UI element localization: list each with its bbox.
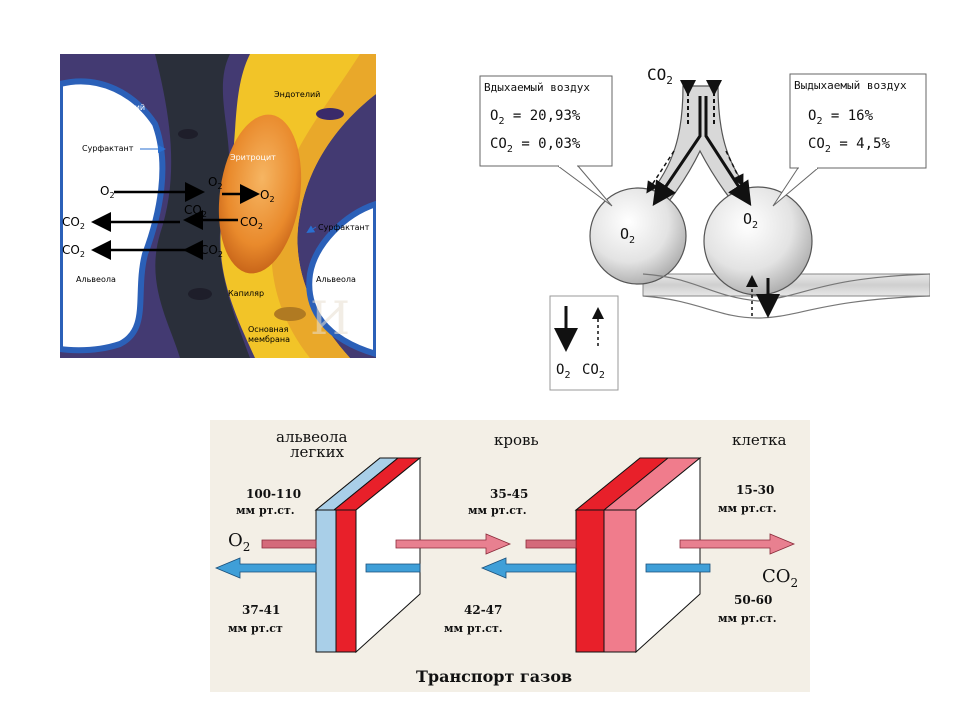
o2-left-label: O2 <box>620 225 635 246</box>
o2-blood-value: 35-45 <box>490 487 528 501</box>
label-epithelium-2: альвеолы <box>104 113 145 122</box>
histology-figure: Эпителий альвеолы Эндотелий Сурфактант Э… <box>57 54 379 359</box>
gas-o2-arrow-1: O2 <box>100 182 205 202</box>
svg-text:O2: O2 <box>100 184 115 200</box>
co2-blood-value: 42-47 <box>464 603 502 617</box>
label-capillary: Капиляр <box>228 289 264 298</box>
header-blood: кровь <box>494 431 539 449</box>
inhaled-o2: O2 = 20,93% <box>490 108 581 127</box>
exhaled-title: Выдыхаемый воздух <box>794 79 907 92</box>
label-alveola-left: Альвеола <box>76 275 116 284</box>
exhaled-o2: O2 = 16% <box>808 108 874 127</box>
alveolus-right <box>703 186 813 296</box>
o2-arrow-4 <box>679 533 796 555</box>
svg-text:CO2: CO2 <box>62 215 85 231</box>
label-erythrocyte: Эритроцит <box>230 153 276 162</box>
watermark: И <box>310 291 350 345</box>
o2-alveola-value: 100-110 <box>246 487 301 501</box>
co2-label: CO2 <box>762 566 798 590</box>
o2-right-label: O2 <box>743 210 758 231</box>
label-epithelium-1: Эпителий <box>104 103 145 112</box>
legend-o2: O2 <box>556 362 570 381</box>
co2-arrow-1 <box>214 557 317 579</box>
membrane-alveola <box>314 456 422 654</box>
svg-text:CO2: CO2 <box>240 215 263 231</box>
histology-panel: Эпителий альвеолы Эндотелий Сурфактант Э… <box>57 54 379 359</box>
o2-label: O2 <box>228 530 250 554</box>
label-surfactant-left: Сурфактант <box>82 144 134 153</box>
alveoli-panel: CO2 O2 O2 Вдыхаемый воздух O2 = 20,93% C… <box>478 56 931 396</box>
co2-blood-unit: мм рт.ст. <box>444 622 503 635</box>
exhaled-co2: CO2 = 4,5% <box>808 136 890 155</box>
inhaled-air-callout: Вдыхаемый воздух O2 = 20,93% CO2 = 0,03% <box>479 75 613 207</box>
o2-cell-unit: мм рт.ст. <box>718 502 777 515</box>
gas-co2-arrow-2: CO2 <box>183 210 263 231</box>
o2-arrow-3 <box>525 539 577 549</box>
svg-text:CO2: CO2 <box>62 243 85 259</box>
co2-cell-unit: мм рт.ст. <box>718 612 777 625</box>
header-cell: клетка <box>732 431 786 449</box>
inhaled-co2: CO2 = 0,03% <box>490 136 581 155</box>
label-surfactant-right: Сурфактант <box>318 223 370 232</box>
gas-o2-arrow-2: O2 O2 <box>208 175 275 204</box>
transport-panel: альвеола легких кровь клетка <box>210 420 810 692</box>
co2-top-label: CO2 <box>647 65 673 87</box>
alveoli-figure: CO2 O2 O2 Вдыхаемый воздух O2 = 20,93% C… <box>479 65 931 391</box>
label-alveola-right: Альвеола <box>316 275 356 284</box>
inhaled-title: Вдыхаемый воздух <box>484 81 590 94</box>
gas-co2-arrow-3: CO2 CO2 <box>62 240 223 260</box>
svg-text:O2: O2 <box>260 188 275 204</box>
alveolus-right <box>306 199 379 359</box>
svg-text:O2: O2 <box>208 175 223 191</box>
co2-alveola-value: 37-41 <box>242 603 280 617</box>
co2-arrow-3 <box>480 557 577 579</box>
label-endothelium: Эндотелий <box>274 90 320 99</box>
transport-figure: альвеола легких кровь клетка <box>214 428 798 686</box>
exhaled-air-callout: Выдыхаемый воздух O2 = 16% CO2 = 4,5% <box>772 73 927 207</box>
legend-co2: CO2 <box>582 362 605 381</box>
arrow-legend: O2 CO2 <box>549 295 619 391</box>
interstitium <box>155 54 250 358</box>
o2-arrow-2 <box>395 533 512 555</box>
co2-arrow-4 <box>645 563 711 573</box>
membrane-cell <box>574 456 702 654</box>
o2-cell-value: 15-30 <box>736 483 774 497</box>
transport-title: Транспорт газов <box>416 667 572 686</box>
label-basement-1: Основная <box>248 325 289 334</box>
o2-inhaled-arrow-left <box>652 96 702 206</box>
header-alveola-2: легких <box>290 443 345 461</box>
co2-cell-value: 50-60 <box>734 593 772 607</box>
o2-alveola-unit: мм рт.ст. <box>236 504 295 517</box>
co2-arrow-2 <box>365 563 421 573</box>
svg-text:CO2: CO2 <box>200 243 223 259</box>
o2-blood-unit: мм рт.ст. <box>468 504 527 517</box>
label-basement-2: мембрана <box>248 335 290 344</box>
alveolus-left <box>589 187 687 285</box>
erythrocyte <box>218 114 302 274</box>
header-alveola-1: альвеола <box>276 428 348 446</box>
co2-alveola-unit: мм рт.ст <box>228 622 283 635</box>
o2-arrow-1 <box>261 539 317 549</box>
